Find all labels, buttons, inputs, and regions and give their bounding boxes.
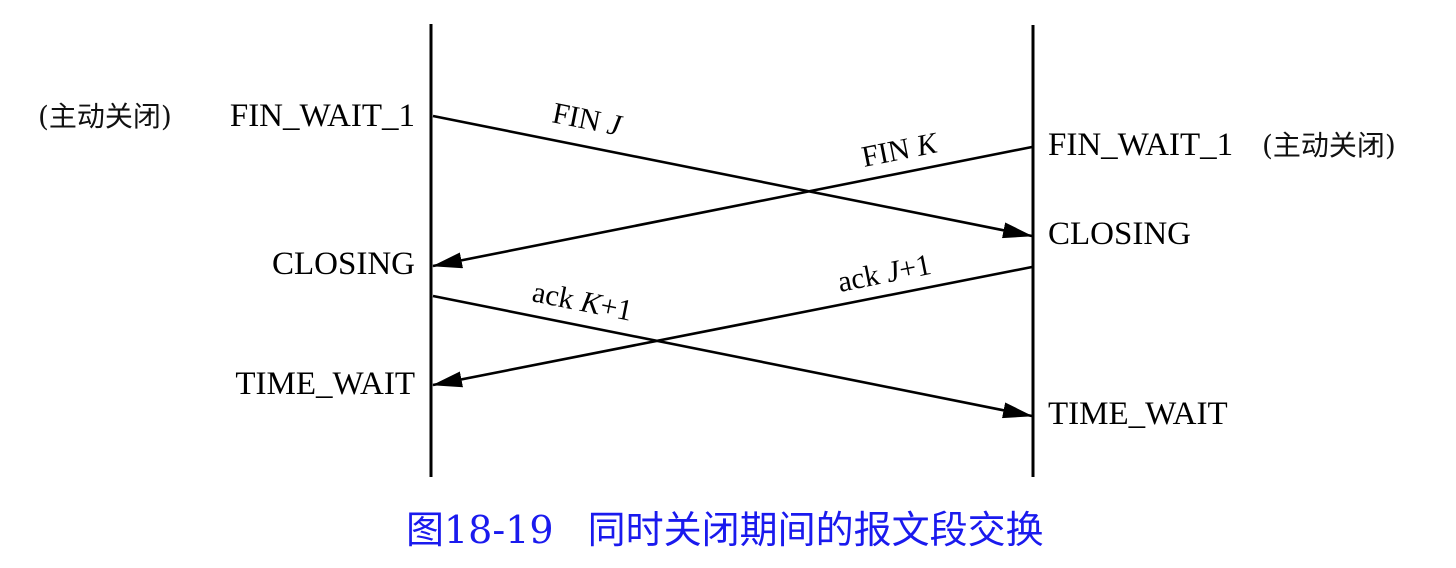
- segment-fin-j-arrow: [432, 114, 1033, 239]
- left-active-close-note: (主动关闭): [38, 100, 172, 133]
- label-suffix: +1: [896, 248, 934, 287]
- left-state-time-wait: TIME_WAIT: [235, 366, 415, 402]
- segment-ack-k-plus-1-label: ack K+1: [530, 276, 636, 328]
- right-state-time-wait: TIME_WAIT: [1048, 396, 1228, 432]
- label-text: ack: [530, 276, 585, 318]
- label-text: ack: [835, 257, 890, 299]
- left-state-fin-wait-1: FIN_WAIT_1: [230, 98, 415, 134]
- segment-ack-k-plus-1-arrow: [432, 294, 1033, 419]
- label-text: FIN: [859, 131, 920, 174]
- segment-fin-j-label: FIN J: [550, 97, 626, 143]
- right-state-closing: CLOSING: [1048, 216, 1191, 252]
- figure-title: 同时关闭期间的报文段交换: [588, 508, 1044, 552]
- right-active-close-note: (主动关闭): [1262, 129, 1396, 162]
- label-text: FIN: [550, 97, 611, 140]
- figure-caption: 图18-19 同时关闭期间的报文段交换: [406, 508, 1044, 552]
- segment-fin-k-arrow: [432, 145, 1033, 269]
- segment-ack-j-plus-1-label: ack J+1: [835, 248, 934, 299]
- label-suffix: +1: [597, 289, 635, 328]
- segment-ack-j-plus-1-arrow: [432, 265, 1033, 388]
- figure-number: 图18-19: [406, 508, 554, 552]
- left-state-closing: CLOSING: [272, 246, 415, 282]
- right-state-fin-wait-1: FIN_WAIT_1: [1048, 127, 1233, 163]
